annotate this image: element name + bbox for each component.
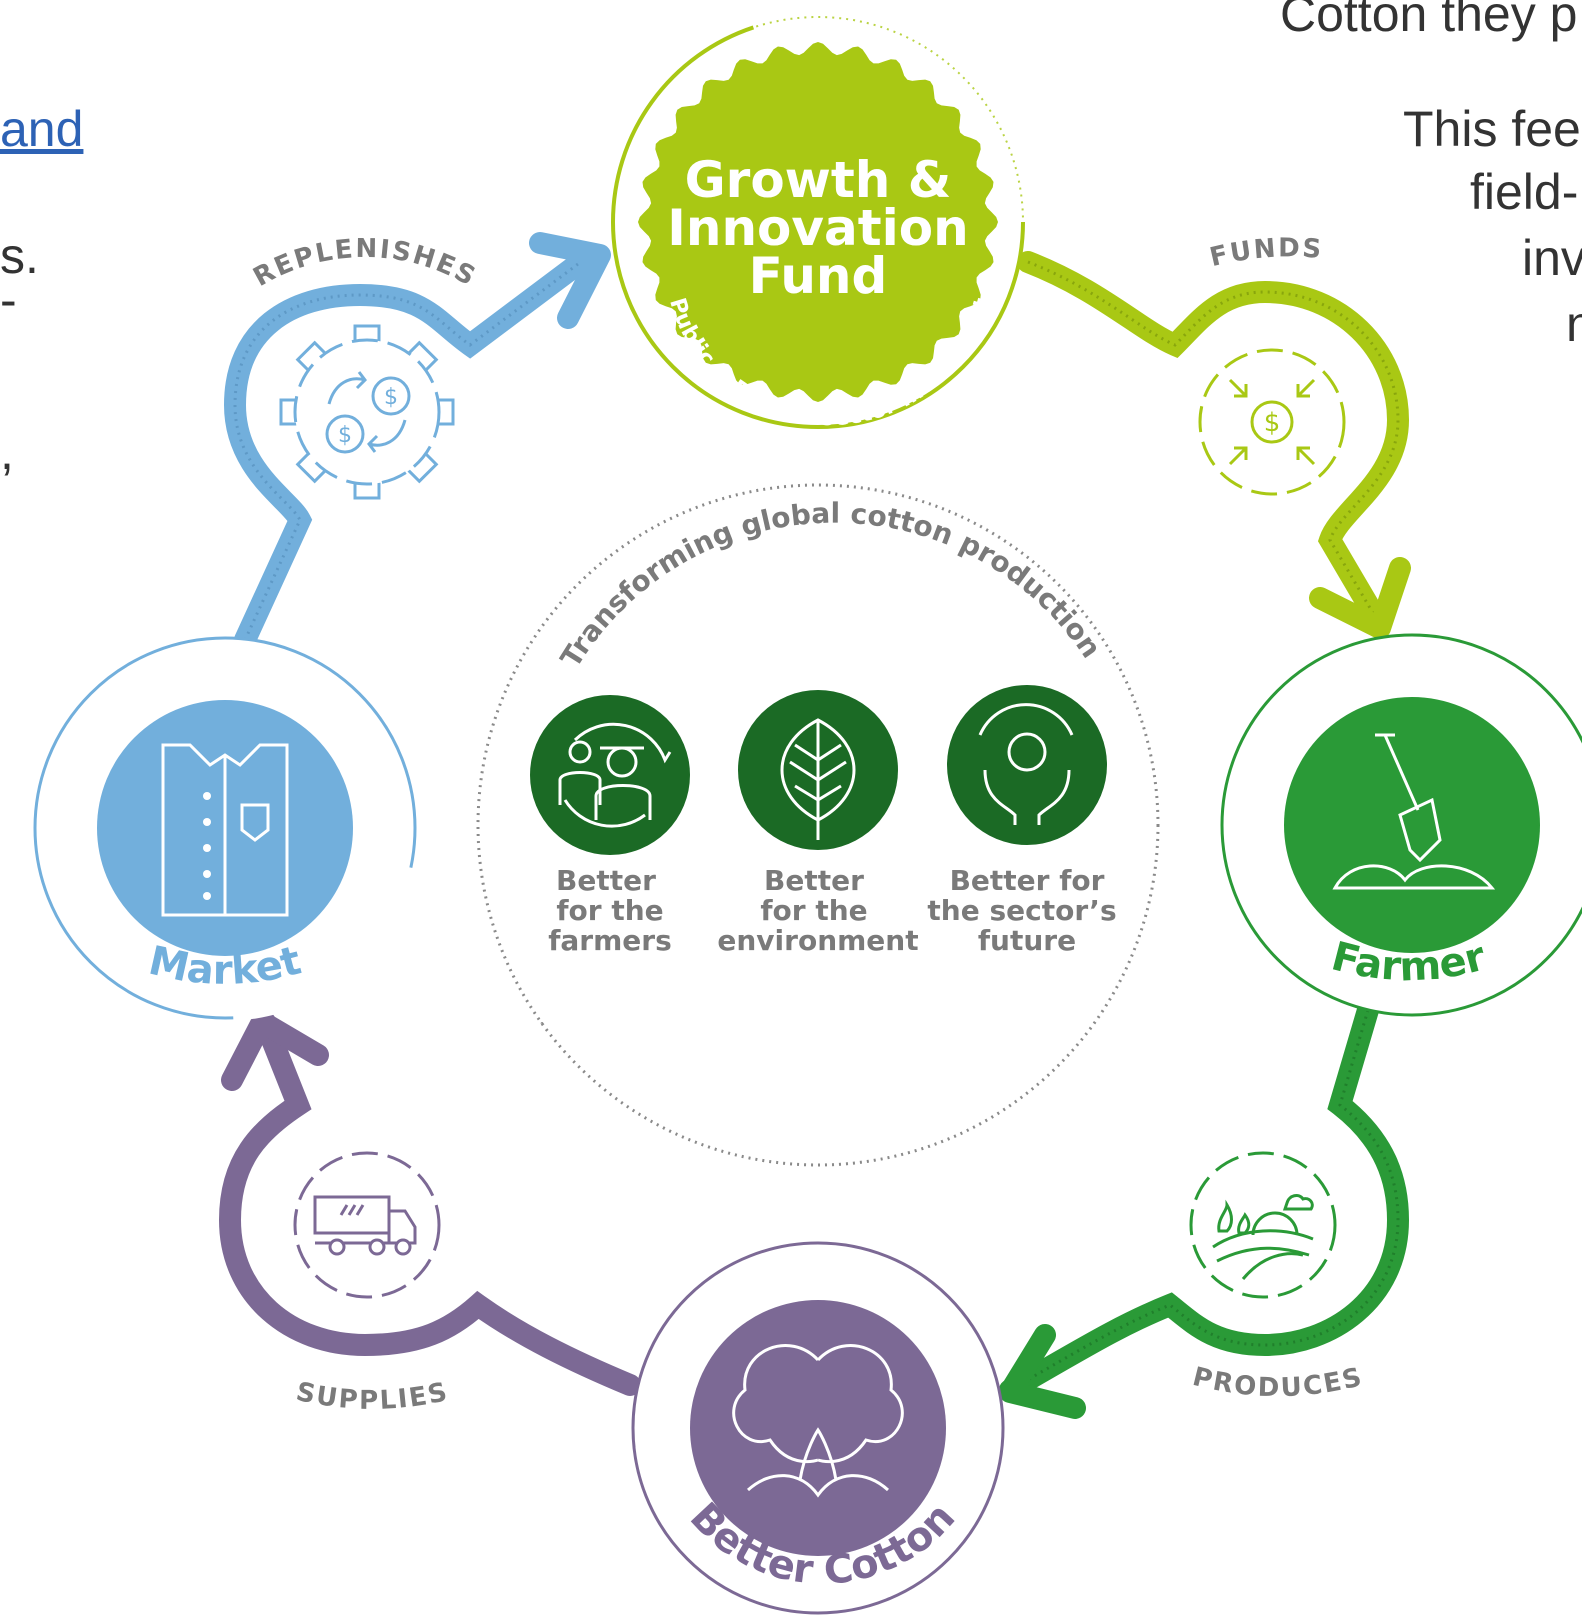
fund-seal [638, 42, 998, 402]
center-item-line: for the [556, 894, 663, 927]
center-item-line: Better for [950, 864, 1105, 897]
fund-title-line: Innovation [667, 199, 968, 257]
fund-title-line: Growth & [685, 151, 952, 209]
left-text-line: , [0, 424, 14, 480]
flow-supplies [218, 1011, 641, 1396]
right-text-line: n [1566, 296, 1582, 352]
flow-label-supplies: SUPPLIES [293, 1377, 451, 1416]
right-text-line: This fee [1403, 101, 1581, 157]
right-text-line: Cotton they p [1280, 0, 1578, 42]
flow-label-produces: PRODUCES [1190, 1362, 1367, 1403]
gear-field-icon [1189, 1151, 1337, 1299]
right-text-line: field- [1470, 164, 1579, 220]
left-text-line: s. [0, 228, 39, 284]
center-arc-title: Transforming global cotton production [554, 497, 1108, 674]
left-text-line: - [0, 272, 17, 328]
fund-node: Growth & Innovation Fund Public & Privat… [611, 15, 1025, 431]
fund-title-line: Fund [749, 247, 888, 305]
cotton-boll-icon [732, 1344, 904, 1498]
center-item-line: farmers [548, 924, 672, 957]
flow-label-funds: FUNDS [1207, 233, 1324, 273]
center-item-line: the sector’s [927, 894, 1116, 927]
hands-cotton-icon [947, 685, 1107, 845]
better-cotton-node: Better Cotton [631, 1241, 1005, 1615]
arrowhead-icon [999, 1324, 1086, 1419]
arrowhead-icon [221, 1011, 329, 1091]
shirt-icon [161, 743, 289, 917]
flow-funds [1017, 251, 1411, 639]
gear-funds-icon: $ [1198, 348, 1346, 496]
svg-text:$: $ [1264, 408, 1281, 438]
center-item-line: Better [764, 864, 864, 897]
center-item-line: future [978, 924, 1076, 957]
gear-truck-icon [293, 1151, 441, 1299]
svg-text:$: $ [384, 385, 398, 410]
center-item-line: Better [556, 864, 656, 897]
arrowhead-icon [1309, 557, 1411, 639]
right-text-line: inv [1522, 230, 1582, 286]
shovel-icon [1332, 733, 1496, 890]
market-node: Market [32, 635, 418, 1021]
farmer-node: Farmer [1220, 633, 1582, 1017]
flow-replenishes [223, 232, 611, 651]
gear-exchange-icon: $ $ [279, 324, 455, 500]
center-panel: Transforming global cotton production Be… [476, 483, 1160, 1167]
arrowhead-icon [529, 232, 611, 329]
center-item-line: environment [717, 924, 918, 957]
center-item-line: for the [760, 894, 867, 927]
svg-text:$: $ [338, 423, 352, 448]
farmers-cycle-icon [530, 695, 690, 855]
leaf-icon [738, 690, 898, 850]
flow-produces [999, 999, 1410, 1419]
left-link-text[interactable]: and [0, 101, 84, 157]
